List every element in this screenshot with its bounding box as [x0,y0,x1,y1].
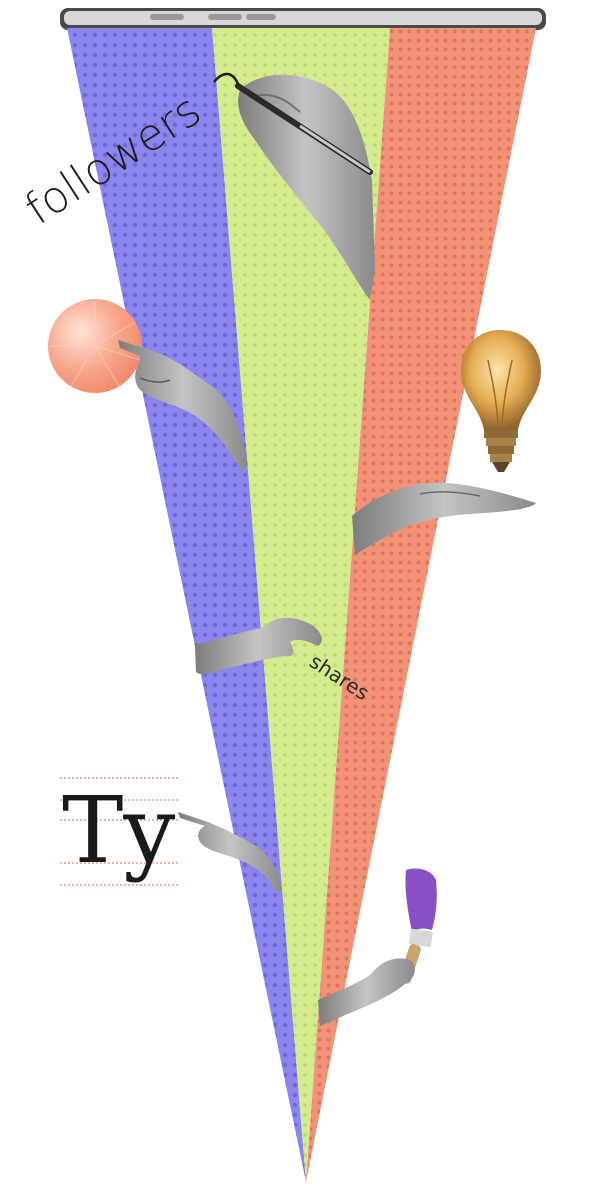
hand-holding-brush [318,958,415,1026]
pennant-stripe-green [212,28,390,1182]
hand-pinching [195,617,322,675]
hand-pointing-type [178,812,282,892]
type-sample-text: Ty [62,777,175,884]
typography-sample: Ty [60,777,178,886]
hand-pointing-orb [118,340,248,470]
hand-holding-pen [235,74,375,300]
hand-open-palm [352,482,536,555]
lightbulb-icon [461,330,541,472]
handwriting-tail [213,72,240,85]
pennant-stripe-coral [306,28,536,1182]
device-frame [60,8,546,30]
peach-orb [48,299,142,393]
